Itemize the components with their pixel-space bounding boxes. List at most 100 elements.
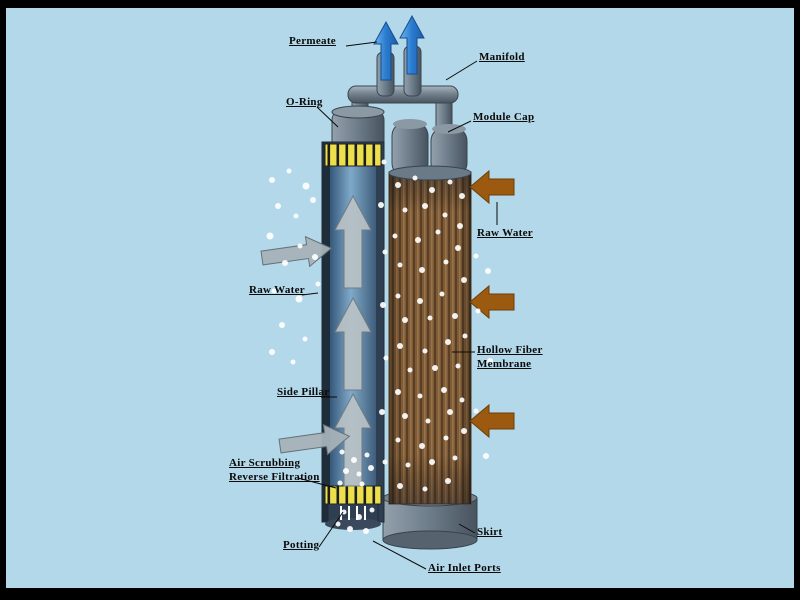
bubble-icon [395,182,401,188]
bubble-icon [364,452,370,458]
bubble-icon [343,468,349,474]
leader-air-scrubbing [297,477,337,489]
bubble-icon [286,168,292,174]
label-raw-water-left: Raw Water [249,284,305,296]
label-hollow-fiber-membrane: Hollow Fiber Membrane [477,344,543,371]
bubble-icon [459,397,465,403]
up-arrow-icon [334,194,372,289]
bubble-icon [415,237,421,243]
bubble-icon [395,437,401,443]
bubble-icon [397,343,403,349]
bubble-icon [392,233,398,239]
bubble-icon [351,457,357,463]
bubble-icon [382,459,388,465]
bubble-icon [485,268,491,274]
bubble-icon [422,203,428,209]
bubble-icon [402,207,408,213]
bubble-icon [473,253,479,259]
bubble-icon [397,262,403,268]
bubble-icon [439,291,445,297]
leader-raw-water-left [301,292,319,296]
label-permeate: Permeate [289,35,336,47]
bubble-icon [302,336,308,342]
bubble-icon [275,203,281,209]
bubble-icon [279,322,285,328]
bubble-icon [271,288,277,294]
label-side-pillar: Side Pillar [277,386,330,398]
bubble-icon [435,229,441,235]
bubble-icon [447,179,453,185]
bubble-icon [339,449,345,455]
bubble-icon [381,159,387,165]
bubble-icon [335,521,341,527]
bubble-icon [395,389,401,395]
label-potting: Potting [283,539,320,551]
bubble-icon [422,486,428,492]
bubble-icon [356,471,362,477]
bubble-icon [462,333,468,339]
bubble-icon [487,358,493,364]
bubble-icon [290,359,296,365]
leader-skirt [458,523,476,534]
bubble-icon [412,175,418,181]
air-bubbles [266,159,493,534]
leader-air-inlet-ports [372,540,427,570]
bubble-icon [455,363,461,369]
bubble-icon [341,509,347,515]
bubble-icon [445,339,451,345]
bubble-icon [312,254,318,260]
up-arrow-icon [334,392,372,487]
bubble-icon [473,408,479,414]
leader-permeate [345,41,378,47]
bubble-icon [457,223,463,229]
bubble-icon [383,355,389,361]
bubble-icon [356,514,362,520]
bubble-icon [445,478,451,484]
bubble-icon [461,277,467,283]
bubble-icon [297,243,303,249]
upflow-arrows [334,194,372,487]
bubble-icon [315,281,321,287]
bubble-icon [302,182,310,190]
label-manifold: Manifold [479,51,525,63]
label-o-ring: O-Ring [286,96,323,108]
bubble-icon [429,459,435,465]
raw-water-arrow-icon [469,169,515,205]
bubble-icon [378,202,384,208]
bubble-icon [395,293,401,299]
bubble-icon [455,245,461,251]
module-cap-domes [391,119,468,178]
bubble-icon [461,428,467,434]
o-ring-band [324,143,382,167]
bubble-icon [347,526,353,532]
raw-water-arrow-icon [469,403,515,439]
permeate-arrows [373,14,425,81]
bubble-icon [447,409,453,415]
permeate-arrow-icon [399,14,425,75]
bubble-icon [269,177,275,183]
bubble-icon [282,260,288,266]
bubble-icon [429,187,435,193]
raw-water-arrow-icon [469,284,515,320]
bubble-icon [397,483,403,489]
bubble-icon [269,349,275,355]
bubble-icon [483,453,489,459]
inlet-arrow-icon [278,423,351,456]
bubble-icon [452,455,458,461]
leader-o-ring [316,106,339,128]
potting-band [324,485,382,505]
label-air-inlet-ports: Air Inlet Ports [428,562,501,574]
bubble-icon [402,317,408,323]
label-skirt: Skirt [477,526,503,538]
bubble-icon [380,302,386,308]
label-air-scrubbing: Air Scrubbing Reverse Filtration [229,457,320,484]
bubble-icon [417,298,423,304]
bubble-icon [452,313,458,319]
leader-potting [318,511,344,548]
bubble-icon [443,435,449,441]
bubble-icon [407,367,413,373]
bubble-icon [379,409,385,415]
bubble-icon [368,465,374,471]
bubble-icon [442,212,448,218]
